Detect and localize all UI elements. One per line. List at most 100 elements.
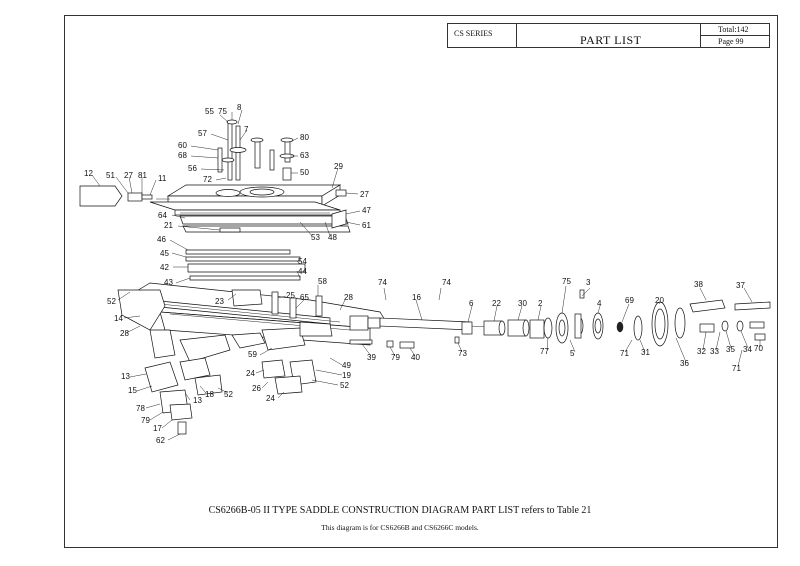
callout-label: 40	[411, 353, 420, 362]
callout-label: 12	[84, 169, 93, 178]
callout-label: 11	[158, 174, 167, 183]
callout-label: 18	[205, 390, 214, 399]
callout-label: 7	[244, 125, 249, 134]
callout-label: 75	[562, 277, 571, 286]
callout-label: 48	[328, 233, 337, 242]
callout-label: 27	[124, 171, 133, 180]
callout-label: 71	[620, 349, 629, 358]
callout-label: 70	[754, 344, 763, 353]
part-list-title: PART LIST	[580, 33, 642, 47]
lower-brackets	[144, 357, 317, 435]
callout-label: 28	[120, 329, 129, 338]
callout-label: 26	[252, 384, 261, 393]
apron-parts	[454, 289, 771, 347]
diagram-caption: CS6266B-05 II TYPE SADDLE CONSTRUCTION D…	[208, 505, 592, 516]
callout-label: 79	[391, 353, 400, 362]
callout-label: 28	[344, 293, 353, 302]
leader-lines	[91, 109, 761, 441]
callout-label: 13	[121, 372, 130, 381]
callout-label: 20	[655, 296, 664, 305]
callout-label: 14	[114, 314, 123, 323]
top-slide-assembly	[79, 184, 351, 281]
callout-label: 51	[106, 171, 115, 180]
callout-label: 16	[412, 293, 421, 302]
callout-label: 79	[141, 416, 150, 425]
callout-label: 78	[136, 404, 145, 413]
feed-shaft	[349, 317, 491, 349]
callout-label: 56	[188, 164, 197, 173]
callout-label: 61	[362, 221, 371, 230]
title-block-title-cell: PART LIST	[516, 23, 701, 48]
callout-label: 5	[570, 349, 575, 358]
callout-label: 62	[156, 436, 165, 445]
series-label: CS SERIES	[454, 29, 493, 38]
callout-label: 24	[246, 369, 255, 378]
callout-label: 52	[224, 390, 233, 399]
callout-label: 37	[736, 281, 745, 290]
callout-label: 36	[680, 359, 689, 368]
callout-label: 32	[697, 347, 706, 356]
callout-label: 39	[367, 353, 376, 362]
callout-label: 55	[205, 107, 214, 116]
callout-label: 42	[160, 263, 169, 272]
callout-label: 30	[518, 299, 527, 308]
total-count: Total:142	[718, 25, 749, 34]
callout-label: 45	[160, 249, 169, 258]
callout-label: 74	[378, 278, 387, 287]
callout-label: 19	[342, 371, 351, 380]
callout-label: 63	[300, 151, 309, 160]
callout-numbers: 55 75 8 57 7 80 60 68 63 56 72 50 12 51 …	[84, 103, 763, 445]
callout-label: 54	[298, 257, 307, 266]
callout-label: 8	[237, 103, 242, 112]
callout-label: 72	[203, 175, 212, 184]
callout-label: 60	[178, 141, 187, 150]
callout-label: 46	[157, 235, 166, 244]
callout-label: 52	[107, 297, 116, 306]
callout-label: 2	[538, 299, 543, 308]
callout-label: 77	[540, 347, 549, 356]
callout-label: 58	[318, 277, 327, 286]
saddle-body	[117, 282, 386, 363]
callout-label: 23	[215, 297, 224, 306]
callout-label: 59	[248, 350, 257, 359]
callout-label: 49	[342, 361, 351, 370]
callout-label: 4	[597, 299, 602, 308]
callout-label: 27	[360, 190, 369, 199]
top-bolts	[217, 119, 295, 181]
callout-label: 3	[586, 278, 591, 287]
callout-label: 22	[492, 299, 501, 308]
callout-label: 17	[153, 424, 162, 433]
model-note: This diagram is for CS6266B and CS6266C …	[321, 523, 479, 532]
title-block-page-cell: Page 99	[700, 35, 770, 48]
callout-label: 81	[138, 171, 147, 180]
callout-label: 43	[164, 278, 173, 287]
drawing-border	[64, 15, 778, 548]
callout-label: 21	[164, 221, 173, 230]
title-block-series-cell: CS SERIES	[447, 23, 517, 48]
callout-label: 6	[469, 299, 474, 308]
page-number: Page 99	[718, 37, 744, 46]
callout-label: 57	[198, 129, 207, 138]
callout-label: 75	[218, 107, 227, 116]
callout-label: 69	[625, 296, 634, 305]
callout-label: 29	[334, 162, 343, 171]
callout-label: 24	[266, 394, 275, 403]
callout-label: 74	[442, 278, 451, 287]
callout-label: 68	[178, 151, 187, 160]
callout-label: 25	[286, 291, 295, 300]
callout-label: 13	[193, 396, 202, 405]
callout-label: 44	[298, 267, 307, 276]
callout-label: 34	[743, 345, 752, 354]
callout-label: 64	[158, 211, 167, 220]
callout-label: 73	[458, 349, 467, 358]
callout-label: 35	[726, 345, 735, 354]
callout-label: 33	[710, 347, 719, 356]
callout-label: 80	[300, 133, 309, 142]
callout-label: 15	[128, 386, 137, 395]
callout-label: 31	[641, 348, 650, 357]
callout-label: 71	[732, 364, 741, 373]
callout-label: 38	[694, 280, 703, 289]
callout-label: 65	[300, 293, 309, 302]
